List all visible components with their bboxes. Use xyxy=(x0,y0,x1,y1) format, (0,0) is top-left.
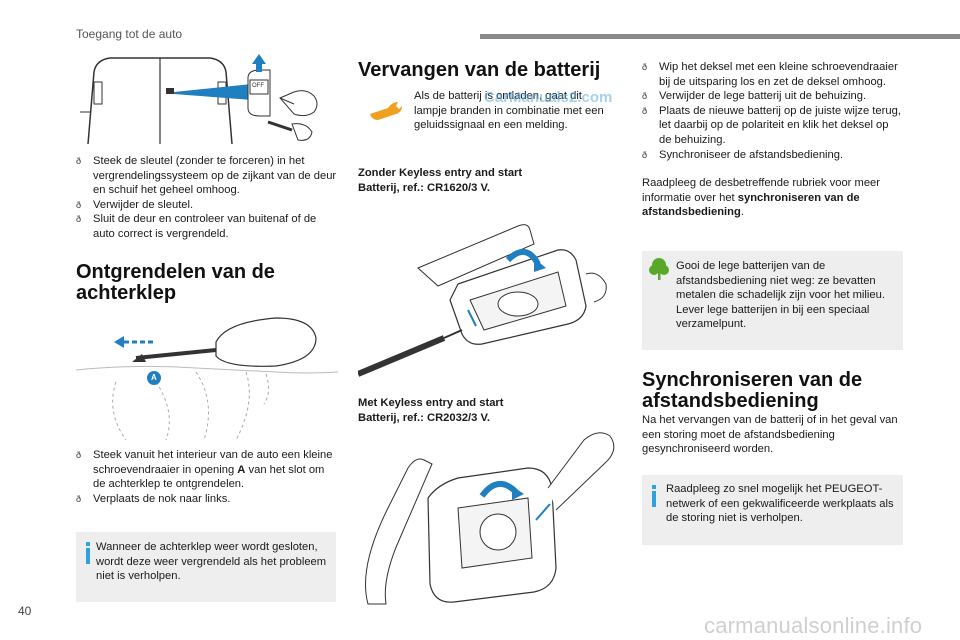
info-icon-bar xyxy=(652,491,656,507)
ref-text-b: . xyxy=(740,206,744,219)
sub2-line1: Met Keyless entry and start xyxy=(358,397,504,409)
list-item: Steek vanuit het interieur van de auto e… xyxy=(76,448,338,492)
section-header: Toegang tot de auto xyxy=(76,27,183,41)
sub1-line2: Batterij, ref.: CR1620/3 V. xyxy=(358,181,491,194)
list-item: Sluit de deur en controleer van buitenaf… xyxy=(76,212,338,241)
list-item: Synchroniseer de afstandsbediening. xyxy=(642,148,904,163)
keyless-present-subheading: Met Keyless entry and start Batterij, re… xyxy=(358,396,504,425)
sync-reference-text: Raadpleeg de desbetreffende rubriek voor… xyxy=(642,176,904,220)
sync-note-text: Raadpleeg zo snel mogelijk het PEUGEOT-n… xyxy=(666,483,894,525)
switch-off-label: OFF xyxy=(252,83,264,89)
step1-text-b: van het slot om de achterklep te ontgren… xyxy=(93,463,325,491)
step1-text-a: Steek vanuit het interieur van de auto e… xyxy=(93,449,333,476)
tree-icon xyxy=(649,258,669,280)
wrench-icon xyxy=(370,102,402,120)
tailgate-heading-line2: achterklep xyxy=(76,282,177,304)
sync-heading-line1: Synchroniseren van de xyxy=(642,369,863,391)
sub2-line2: Batterij, ref.: CR2032/3 V. xyxy=(358,411,491,424)
battery-heading: Vervangen van de batterij xyxy=(358,59,601,81)
info-icon xyxy=(652,485,656,489)
keyless-absent-subheading: Zonder Keyless entry and start Batterij,… xyxy=(358,166,522,195)
tailgate-unlock-illustration xyxy=(76,317,338,441)
info-icon-bar xyxy=(86,548,90,564)
sync-heading-line2: afstandsbediening xyxy=(642,390,819,412)
marker-a: A xyxy=(151,373,157,382)
sync-text: Na het vervangen van de batterij of in h… xyxy=(642,414,898,456)
list-item: Verwijder de lege batterij uit de behuiz… xyxy=(642,89,904,104)
key-fob-battery-illustration-1 xyxy=(358,224,607,377)
list-item: Steek de sleutel (zonder te forceren) in… xyxy=(76,154,338,198)
eco-note-text: Gooi de lege batterijen van de afstandsb… xyxy=(676,260,885,331)
overlay-watermark: CarManuals2.com xyxy=(484,89,613,106)
van-rear-lock-illustration xyxy=(80,54,318,144)
key-fob-battery-illustration-2 xyxy=(365,432,615,605)
tailgate-info-note: Wanneer de achterklep weer wordt geslote… xyxy=(76,532,336,602)
list-item: Verplaats de nok naar links. xyxy=(76,492,338,507)
battery-steps-list: Wip het deksel met een kleine schroevend… xyxy=(642,60,904,162)
list-item: Wip het deksel met een kleine schroevend… xyxy=(642,60,904,89)
battery-warning-text: Als de batterij is ontladen, gaat dit la… xyxy=(414,90,604,132)
sync-info-note: Raadpleeg zo snel mogelijk het PEUGEOT-n… xyxy=(642,475,903,545)
footer-watermark: carmanualsonline.info xyxy=(704,613,923,638)
sub1-line1: Zonder Keyless entry and start xyxy=(358,167,523,179)
sync-heading: Synchroniseren van de afstandsbediening xyxy=(642,370,862,412)
tailgate-note-text: Wanneer de achterklep weer wordt geslote… xyxy=(96,541,327,583)
lock-steps-list: Steek de sleutel (zonder te forceren) in… xyxy=(76,154,338,242)
list-item: Plaats de nieuwe batterij op de juiste w… xyxy=(642,104,904,148)
step1-text-bold: A xyxy=(237,463,246,476)
tailgate-steps-list: Steek vanuit het interieur van de auto e… xyxy=(76,448,338,506)
ref-text-a: Raadpleeg de desbetreffende rubriek voor… xyxy=(642,177,880,204)
ref-text-bold: synchroniseren van de afstandsbediening xyxy=(642,191,860,219)
info-icon xyxy=(86,542,90,546)
page-number: 40 xyxy=(18,604,32,618)
eco-note: Gooi de lege batterijen van de afstandsb… xyxy=(642,251,903,350)
tailgate-heading: Ontgrendelen van de achterklep xyxy=(76,262,275,304)
header-rule xyxy=(480,34,960,39)
list-item: Verwijder de sleutel. xyxy=(76,198,338,213)
tailgate-heading-line1: Ontgrendelen van de xyxy=(76,261,275,283)
